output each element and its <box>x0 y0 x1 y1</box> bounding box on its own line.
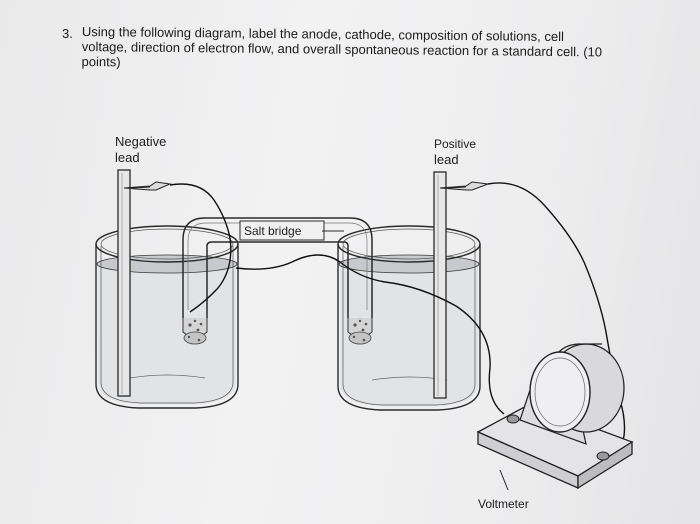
voltmeter <box>476 343 634 491</box>
question-number: 3. <box>62 26 73 41</box>
salt-bridge-label: Salt bridge <box>244 224 302 238</box>
negative-lead-label-line2: lead <box>115 150 140 165</box>
negative-lead-wire <box>169 183 232 313</box>
voltmeter-label: Voltmeter <box>478 497 529 511</box>
positive-lead-clip <box>439 181 489 191</box>
voltmeter-right-terminal <box>596 451 610 461</box>
negative-lead-label-line1: Negative <box>115 134 166 149</box>
positive-lead-label-line1: Positive <box>434 137 476 151</box>
right-cotton-plug <box>347 318 373 345</box>
negative-lead-clip <box>123 181 172 191</box>
positive-lead-label-line2: lead <box>434 152 459 167</box>
salt-bridge-tube: Salt bridge <box>182 217 373 345</box>
voltmeter-wire <box>235 254 505 415</box>
left-beaker <box>95 225 239 409</box>
positive-lead-wire <box>487 182 626 459</box>
voltmeter-left-terminal <box>506 414 520 424</box>
voltmeter-dial-face <box>529 351 591 433</box>
left-cotton-plug <box>182 318 208 345</box>
left-electrode <box>117 169 131 397</box>
right-electrode <box>433 171 447 399</box>
